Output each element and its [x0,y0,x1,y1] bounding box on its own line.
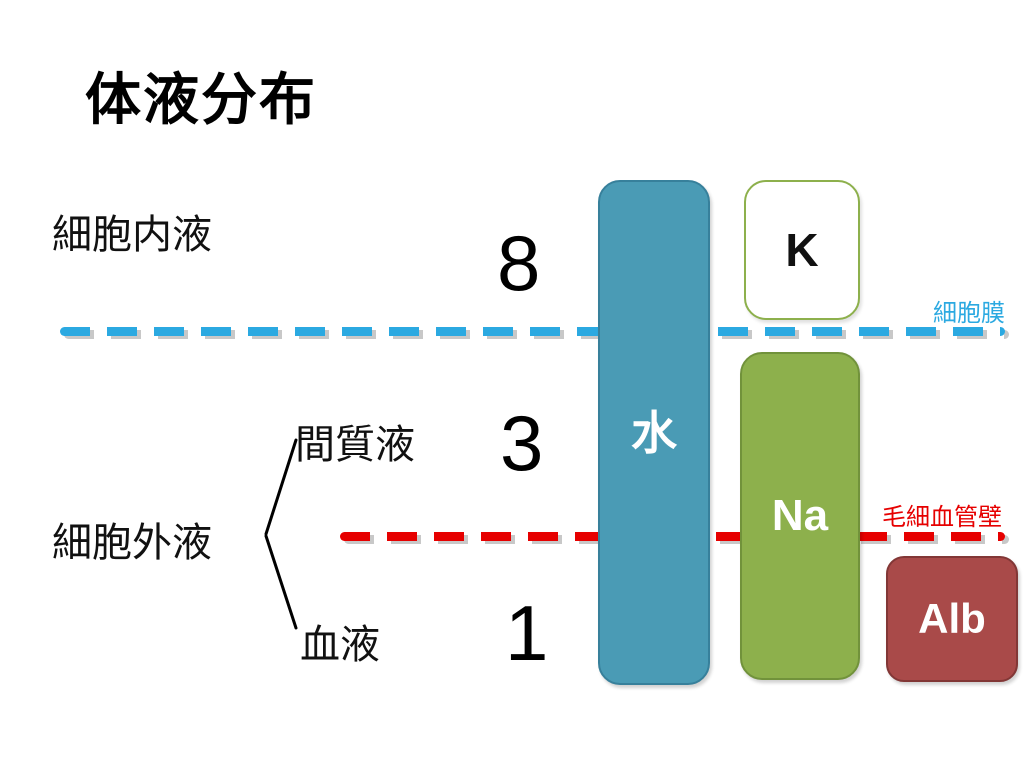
cell-membrane-label: 細胞膜 [933,300,1005,327]
capillary-wall-label: 毛細血管壁 [882,504,1002,531]
water-bar-label: 水 [631,406,677,459]
albumin-bar: Alb [886,556,1018,682]
water-bar: 水 [598,180,710,685]
extracellular-fork-lines [264,438,298,630]
sodium-bar-label: Na [771,491,829,540]
albumin-bar-label: Alb [918,595,986,642]
intracellular-fluid-label: 細胞内液 [52,213,212,257]
potassium-box-label: K [785,224,819,276]
blood-label: 血液 [300,623,380,667]
cell-membrane-dashed-line [60,327,1005,336]
page-title: 体液分布 [85,68,317,131]
intracellular-ratio-value: 8 [497,219,541,307]
sodium-bar: Na [740,352,860,680]
interstitial-fluid-label: 間質液 [295,423,415,467]
extracellular-fluid-label: 細胞外液 [52,521,212,565]
potassium-box: K [744,180,860,320]
blood-ratio-value: 1 [505,589,549,677]
interstitial-ratio-value: 3 [500,399,544,487]
